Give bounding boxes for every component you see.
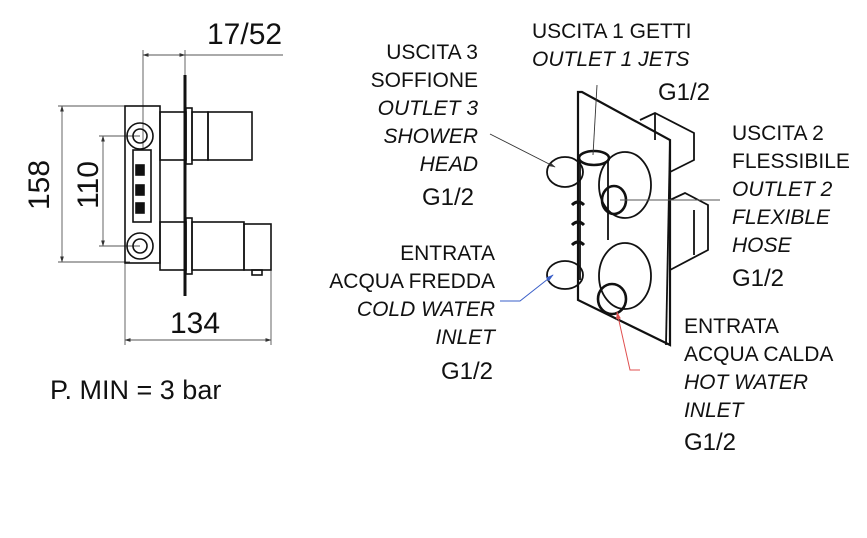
side-view bbox=[58, 50, 283, 345]
cold-inlet-italian-1: ENTRATA bbox=[400, 242, 495, 265]
outlet3-thread: G1/2 bbox=[421, 184, 474, 211]
cold-inlet-english-2: INLET bbox=[435, 326, 495, 349]
outlet2-english-3: HOSE bbox=[732, 234, 792, 257]
outlet1-english: OUTLET 1 JETS bbox=[532, 48, 690, 71]
outlet3-english-1: OUTLET 3 bbox=[377, 97, 478, 120]
isometric-view bbox=[546, 90, 709, 347]
leader-lines bbox=[489, 84, 720, 371]
outlet3-english-2: SHOWER bbox=[383, 125, 479, 148]
outlet2-italian-1: USCITA 2 bbox=[732, 122, 824, 145]
hot-inlet-english-1: HOT WATER bbox=[684, 371, 809, 394]
hot-inlet-english-2: INLET bbox=[684, 399, 744, 422]
outlet2-thread: G1/2 bbox=[732, 265, 785, 292]
dimension-depth-label: 17/52 bbox=[207, 18, 283, 51]
outlet2-english-2: FLEXIBLE bbox=[732, 206, 831, 229]
outlet3-english-3: HEAD bbox=[419, 153, 478, 176]
outlet3-italian-1: USCITA 3 bbox=[386, 41, 478, 64]
cold-inlet-english-1: COLD WATER bbox=[356, 298, 495, 321]
outlet1-thread: G1/2 bbox=[657, 79, 710, 106]
min-pressure-note: P. MIN = 3 bar bbox=[50, 375, 222, 405]
outlet2-italian-2: FLESSIBILE bbox=[732, 150, 850, 173]
dimension-height-centers-label: 110 bbox=[72, 161, 105, 209]
cold-inlet-italian-2: ACQUA FREDDA bbox=[329, 270, 495, 293]
dimension-lines bbox=[58, 50, 283, 345]
dimension-height-total-label: 158 bbox=[23, 159, 56, 211]
hot-inlet-thread: G1/2 bbox=[684, 429, 737, 456]
hot-inlet-italian-2: ACQUA CALDA bbox=[684, 343, 834, 366]
outlet2-english-1: OUTLET 2 bbox=[732, 178, 833, 201]
hot-inlet-italian-1: ENTRATA bbox=[684, 315, 779, 338]
outlet3-italian-2: SOFFIONE bbox=[370, 69, 478, 92]
dimension-width-label: 134 bbox=[170, 307, 221, 340]
cold-inlet-thread: G1/2 bbox=[440, 358, 493, 385]
outlet1-italian: USCITA 1 GETTI bbox=[532, 20, 692, 43]
